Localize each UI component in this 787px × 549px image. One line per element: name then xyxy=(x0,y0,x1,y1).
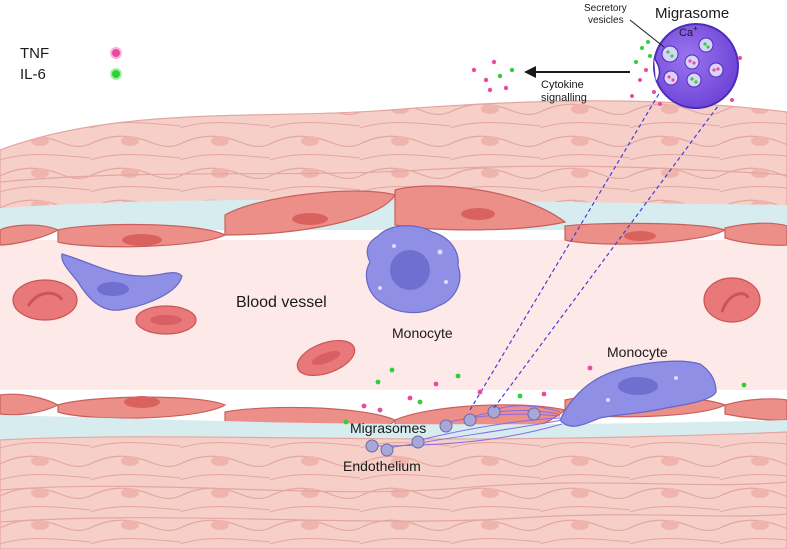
monocyte-left-icon xyxy=(61,253,183,311)
legend-label-tnf: TNF xyxy=(20,45,49,62)
secretory-pointer xyxy=(629,19,665,48)
cytokine-dots-lumen xyxy=(343,365,747,425)
monocyte-center-icon xyxy=(365,225,461,314)
calcium-label: Ca+ xyxy=(679,24,698,39)
cytokine-arrow xyxy=(524,66,630,78)
basement-gap-bottom xyxy=(0,415,787,442)
secretory-label-line1: Secretory xyxy=(584,3,627,14)
released-cytokines xyxy=(471,59,515,93)
red-blood-cell-2 xyxy=(135,305,197,335)
calcium-text: Ca xyxy=(679,27,694,39)
secretory-label-line2: vesicles xyxy=(588,15,624,26)
legend: TNF IL-6 xyxy=(20,45,122,83)
cytokine-label-line1: Cytokine xyxy=(541,79,584,91)
zoom-lines xyxy=(469,91,719,411)
calcium-superscript: + xyxy=(693,24,698,33)
red-blood-cell-4 xyxy=(703,277,761,323)
legend-swatch-il6 xyxy=(110,68,122,80)
blood-vessel-label: Blood vessel xyxy=(236,294,327,311)
migrasome-vesicles xyxy=(365,405,541,457)
cytokine-label-line2: signalling xyxy=(541,92,587,104)
monocyte-center-label: Monocyte xyxy=(392,325,453,341)
migrasome-detail-icon xyxy=(630,23,742,109)
migrasomes-label: Migrasomes xyxy=(350,420,426,436)
migrasome-title: Migrasome xyxy=(655,5,729,22)
endothelium-top xyxy=(0,185,787,248)
red-blood-cell-1 xyxy=(12,279,78,321)
basement-gap-top xyxy=(0,199,787,230)
endothelium-label: Endothelium xyxy=(343,458,421,474)
monocyte-right-icon xyxy=(559,360,717,427)
legend-swatch-tnf xyxy=(110,47,122,59)
smooth-muscle-bottom xyxy=(0,431,787,549)
legend-label-il6: IL-6 xyxy=(20,66,46,83)
red-blood-cell-3 xyxy=(296,339,356,377)
monocyte-right-label: Monocyte xyxy=(607,344,668,360)
